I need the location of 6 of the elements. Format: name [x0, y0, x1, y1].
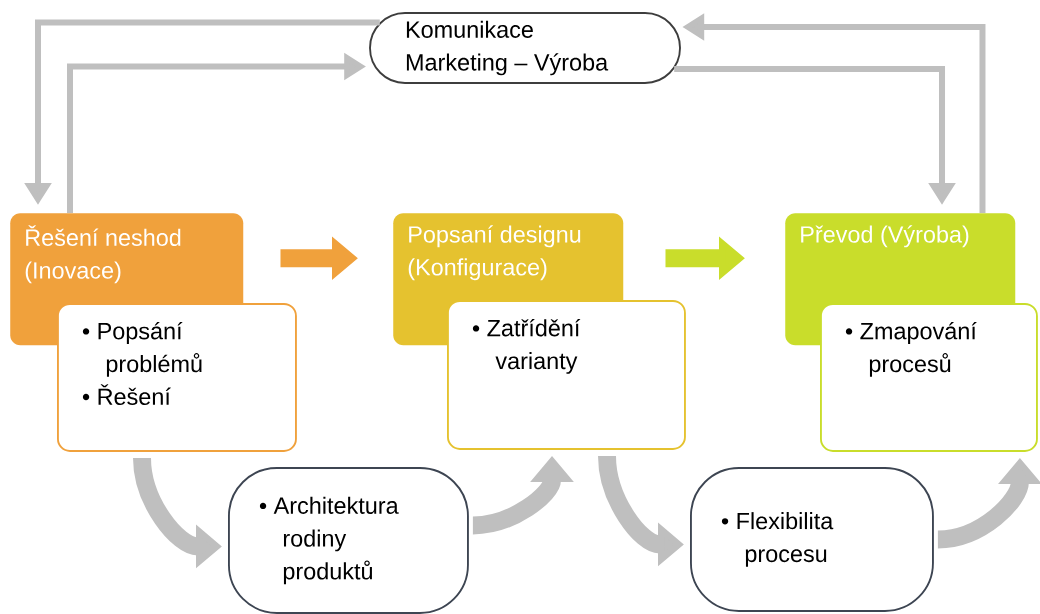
bullet-box: • Flexibilita procesu [690, 467, 934, 612]
bullet-box: • Zatřídění varianty [447, 300, 686, 450]
bullet-box: • Popsání problémů • Řešení [57, 303, 297, 452]
bullet-box: • Zmapování procesů [820, 303, 1038, 452]
bullet-box: • Architektura rodiny produktů [228, 467, 469, 614]
communication-pill: Komunikace Marketing – Výroba [369, 12, 681, 84]
